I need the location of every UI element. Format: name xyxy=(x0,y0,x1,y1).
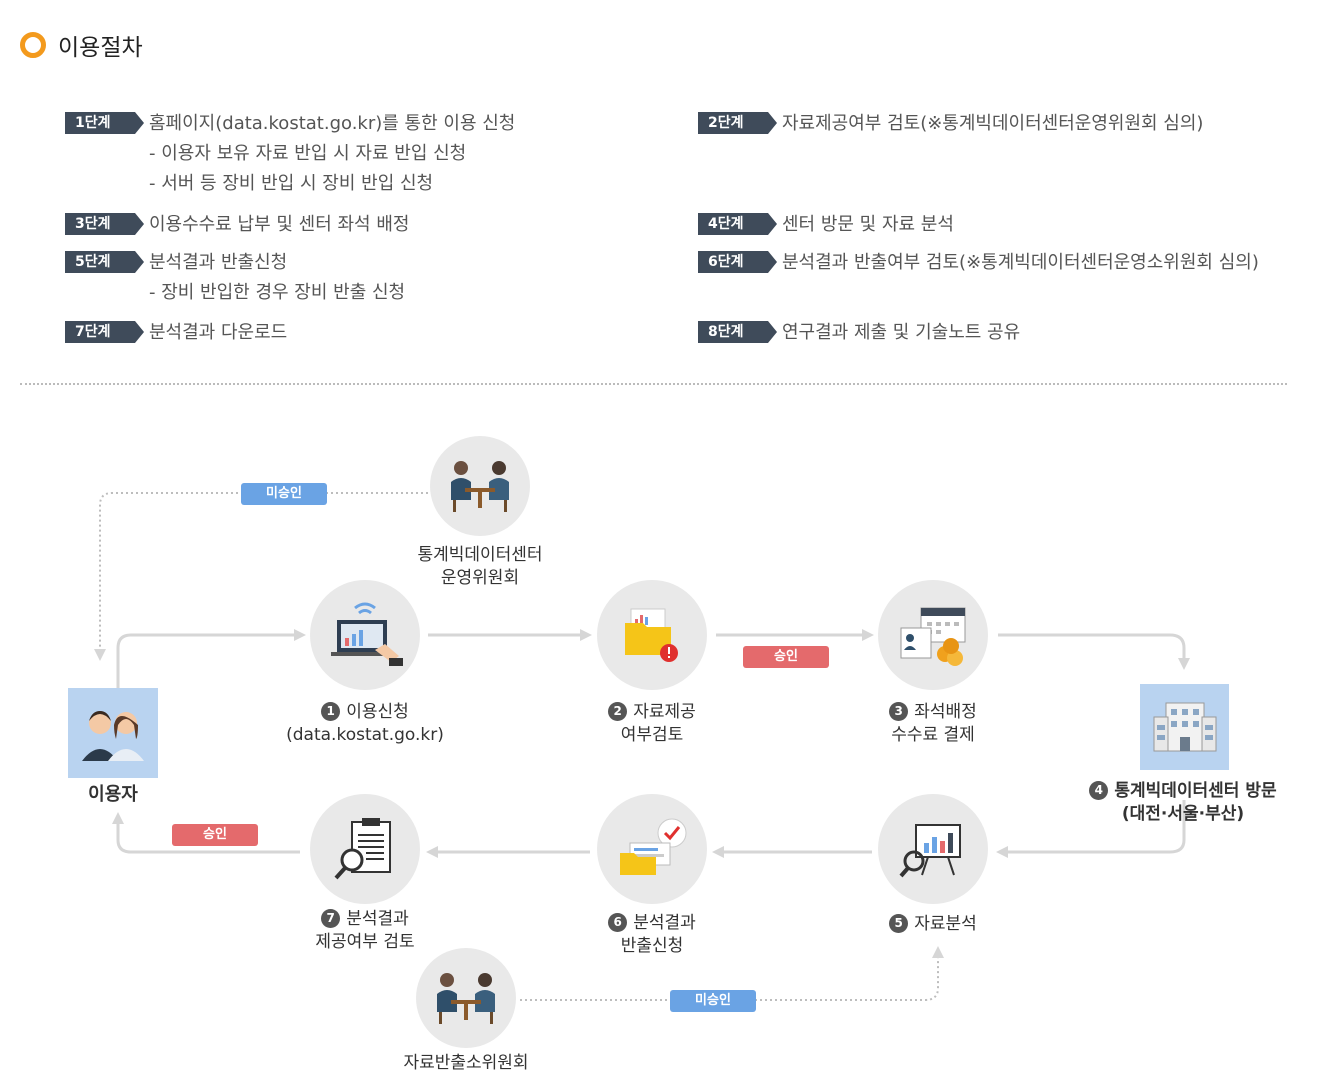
committee-bottom-label: 자료반출소위원회 xyxy=(403,1053,529,1073)
step-number: 3 xyxy=(889,702,909,721)
node-5-analysis xyxy=(878,794,988,904)
step-badge: 5단계 xyxy=(65,251,144,273)
node-3-seat-payment xyxy=(878,580,988,690)
step-number: 7 xyxy=(321,909,341,928)
committee-top-label: 통계빅데이터센터 운영위원회 xyxy=(417,545,543,588)
users-icon xyxy=(82,711,144,761)
step-number: 4 xyxy=(1089,781,1109,800)
step-text: 연구결과 제출 및 기술노트 공유 xyxy=(782,322,1021,343)
step-subtext: - 서버 등 장비 반입 시 장비 반입 신청 xyxy=(149,173,434,194)
meeting-icon xyxy=(437,973,495,1024)
arrow-reject-bottom xyxy=(520,946,944,1001)
step-badge: 1단계 xyxy=(65,112,144,134)
section-heading: 이용절차 xyxy=(20,28,143,62)
step-text: 자료제공여부 검토(※통계빅데이터센터운영위원회 심의) xyxy=(782,113,1204,134)
step-text: 분석결과 반출신청 xyxy=(149,252,288,273)
meeting-icon xyxy=(451,461,509,512)
folder-alert-icon xyxy=(625,608,678,662)
node-7-export-review xyxy=(310,794,420,904)
approve-tag-top: 승인 xyxy=(743,646,829,668)
step-number: 1 xyxy=(321,702,341,721)
arrow-3-to-4 xyxy=(998,633,1190,670)
reject-tag-bottom: 미승인 xyxy=(670,990,756,1012)
node-4-visit xyxy=(1140,684,1229,770)
building-icon xyxy=(1153,702,1216,752)
approve-tag-bottom: 승인 xyxy=(172,824,258,846)
node-6-export-request xyxy=(597,794,707,904)
step-badge: 7단계 xyxy=(65,321,144,343)
ring-icon xyxy=(20,32,46,58)
arrow-user-to-1 xyxy=(116,629,306,688)
chart-magnifier-icon xyxy=(899,824,961,878)
node-2-review xyxy=(597,580,707,690)
step-text: 분석결과 다운로드 xyxy=(149,322,288,343)
step-subtext: - 장비 반입한 경우 장비 반출 신청 xyxy=(149,282,406,303)
arrow-4-to-5 xyxy=(996,800,1186,858)
step-badge: 2단계 xyxy=(698,112,777,134)
arrow-7-to-user xyxy=(112,812,300,854)
folder-check-icon xyxy=(620,818,687,875)
laptop-icon xyxy=(331,602,403,666)
step-badge: 6단계 xyxy=(698,251,777,273)
step-number: 2 xyxy=(608,702,628,721)
user-node xyxy=(68,688,158,778)
document-magnifier-icon xyxy=(334,818,391,880)
committee-bottom-node xyxy=(416,948,516,1048)
step-text: 이용수수료 납부 및 센터 좌석 배정 xyxy=(149,214,410,235)
step-number: 6 xyxy=(608,913,628,932)
node-1-apply xyxy=(310,580,420,690)
step-text: 센터 방문 및 자료 분석 xyxy=(782,214,954,235)
page-title: 이용절차 xyxy=(58,35,143,61)
arrow-reject-top xyxy=(94,492,428,661)
step-text: 홈페이지(data.kostat.go.kr)를 통한 이용 신청 xyxy=(149,113,516,134)
step-subtext: - 이용자 보유 자료 반입 시 자료 반입 신청 xyxy=(149,143,467,164)
committee-top-node xyxy=(430,436,530,536)
reject-tag-top: 미승인 xyxy=(241,483,327,505)
step-badge: 4단계 xyxy=(698,213,777,235)
dotted-divider xyxy=(20,383,1287,385)
step-badge: 8단계 xyxy=(698,321,777,343)
user-label: 이용자 xyxy=(88,784,138,805)
step-number: 5 xyxy=(889,914,909,933)
step-text: 분석결과 반출여부 검토(※통계빅데이터센터운영소위원회 심의) xyxy=(782,252,1259,273)
calendar-coins-icon xyxy=(900,607,966,666)
step-badge: 3단계 xyxy=(65,213,144,235)
